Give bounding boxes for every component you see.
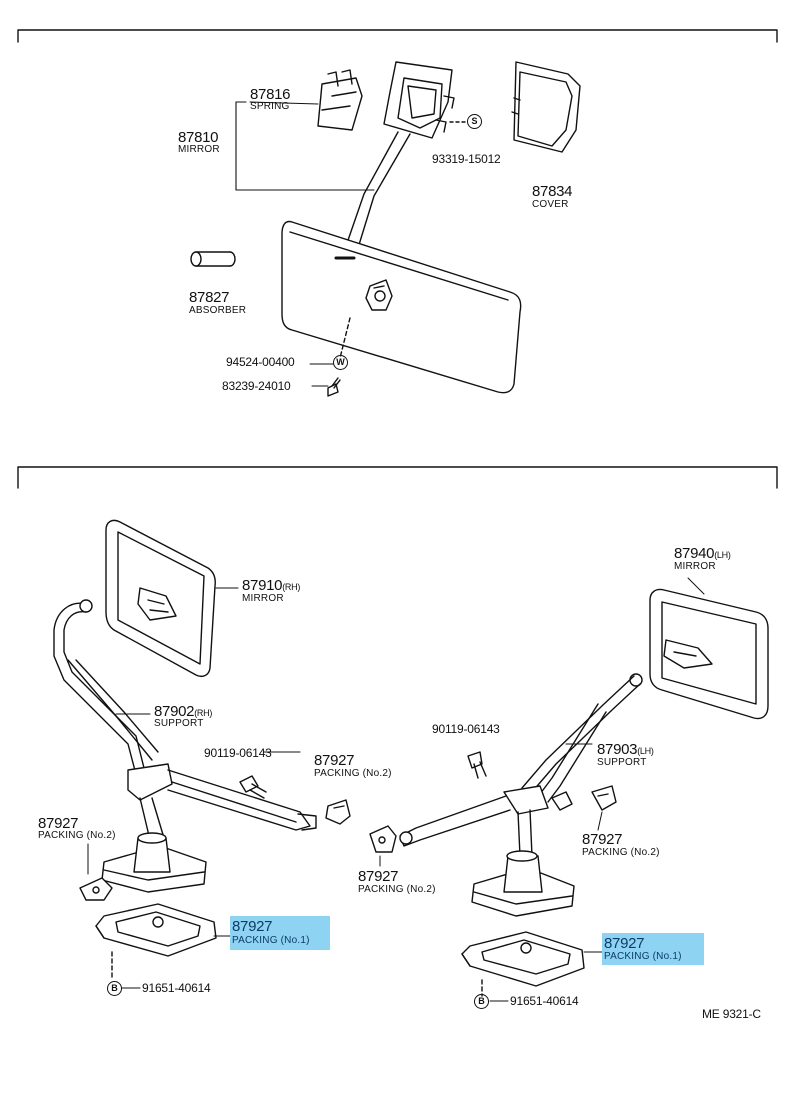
- lh-packing2-right-name: PACKING (No.2): [582, 847, 660, 858]
- rh-packing1-name: PACKING (No.1): [232, 935, 310, 946]
- lh-mirror-head: [649, 588, 769, 720]
- lh-packing2-left-name: PACKING (No.2): [358, 884, 436, 895]
- diagram-code: ME 9321-C: [702, 1007, 761, 1021]
- lh-packing1-number: 87927: [604, 935, 645, 952]
- washer-marker: W: [333, 355, 348, 370]
- rh-packing2-left-number: 87927: [38, 815, 79, 832]
- rh-support-bolt: [239, 775, 267, 799]
- lh-support-part-name: SUPPORT: [597, 757, 647, 768]
- lh-mirror-part-name: MIRROR: [674, 561, 716, 572]
- lh-base-bolt-number: 91651-40614: [510, 994, 579, 1008]
- bolt-83239: [327, 377, 341, 397]
- lh-mirror-part-number: 87940(LH): [674, 545, 731, 562]
- top-section-frame: [17, 29, 778, 43]
- lh-packing1-name: PACKING (No.1): [604, 951, 682, 962]
- spring-clip: [317, 69, 363, 131]
- lh-support-arms: [399, 673, 643, 857]
- lh-base-bolt-marker: B: [474, 994, 489, 1009]
- cover: [511, 61, 581, 153]
- rh-mirror-base: [101, 832, 207, 893]
- cover-part-name: COVER: [532, 199, 569, 210]
- rh-packing2-left-name: PACKING (No.2): [38, 830, 116, 841]
- spring-part-number: 87816: [250, 86, 291, 103]
- rear-mirror-body: [281, 220, 522, 394]
- rh-packing2-right-name: PACKING (No.2): [314, 768, 392, 779]
- spring-part-name: SPRING: [250, 101, 290, 112]
- lh-packing1-highlight: 87927 PACKING (No.1): [602, 933, 704, 965]
- absorber: [190, 251, 236, 267]
- lh-packing-no2-left: [369, 825, 397, 853]
- rh-packing-no2-left: [79, 877, 113, 901]
- mirror-part-name: MIRROR: [178, 144, 220, 155]
- screw-marker: S: [467, 114, 482, 129]
- rh-base-bolt-marker: B: [107, 981, 122, 996]
- washer-part-number: 94524-00400: [226, 355, 295, 369]
- rh-packing-no2-right: [325, 799, 351, 825]
- rh-packing2-right-number: 87927: [314, 752, 355, 769]
- lh-support-bolt: [467, 751, 487, 779]
- rh-packing1-highlight: 87927 PACKING (No.1): [230, 916, 330, 950]
- lh-packing-no1: [461, 931, 585, 987]
- bottom-section-frame: [17, 466, 778, 489]
- lh-mirror-base: [471, 850, 575, 917]
- mirror-part-number: 87810: [178, 129, 219, 146]
- rh-mirror-part-number: 87910(RH): [242, 577, 301, 594]
- lh-packing2-right-number: 87927: [582, 831, 623, 848]
- rh-support-part-name: SUPPORT: [154, 718, 204, 729]
- bolt-part-number: 83239-24010: [222, 379, 291, 393]
- lh-packing2-left-number: 87927: [358, 868, 399, 885]
- mirror-mount-bracket: [383, 61, 455, 139]
- mirror-swivel-joint: [365, 279, 393, 311]
- lh-packing-no2-right: [591, 785, 617, 811]
- rh-mirror-part-name: MIRROR: [242, 593, 284, 604]
- absorber-part-name: ABSORBER: [189, 305, 247, 316]
- rh-base-bolt-number: 91651-40614: [142, 981, 211, 995]
- rh-packing-no1: [95, 903, 217, 957]
- absorber-part-number: 87827: [189, 289, 230, 306]
- rh-support-part-number: 87902(RH): [154, 703, 213, 720]
- lh-support-part-number: 87903(LH): [597, 741, 654, 758]
- rh-bolt-part-number: 90119-06143: [204, 746, 272, 760]
- rh-mirror-head: [105, 519, 216, 677]
- rh-packing1-number: 87927: [232, 918, 273, 935]
- lh-bolt-part-number: 90119-06143: [432, 722, 500, 736]
- cover-part-number: 87834: [532, 183, 573, 200]
- screw-part-number: 93319-15012: [432, 152, 501, 166]
